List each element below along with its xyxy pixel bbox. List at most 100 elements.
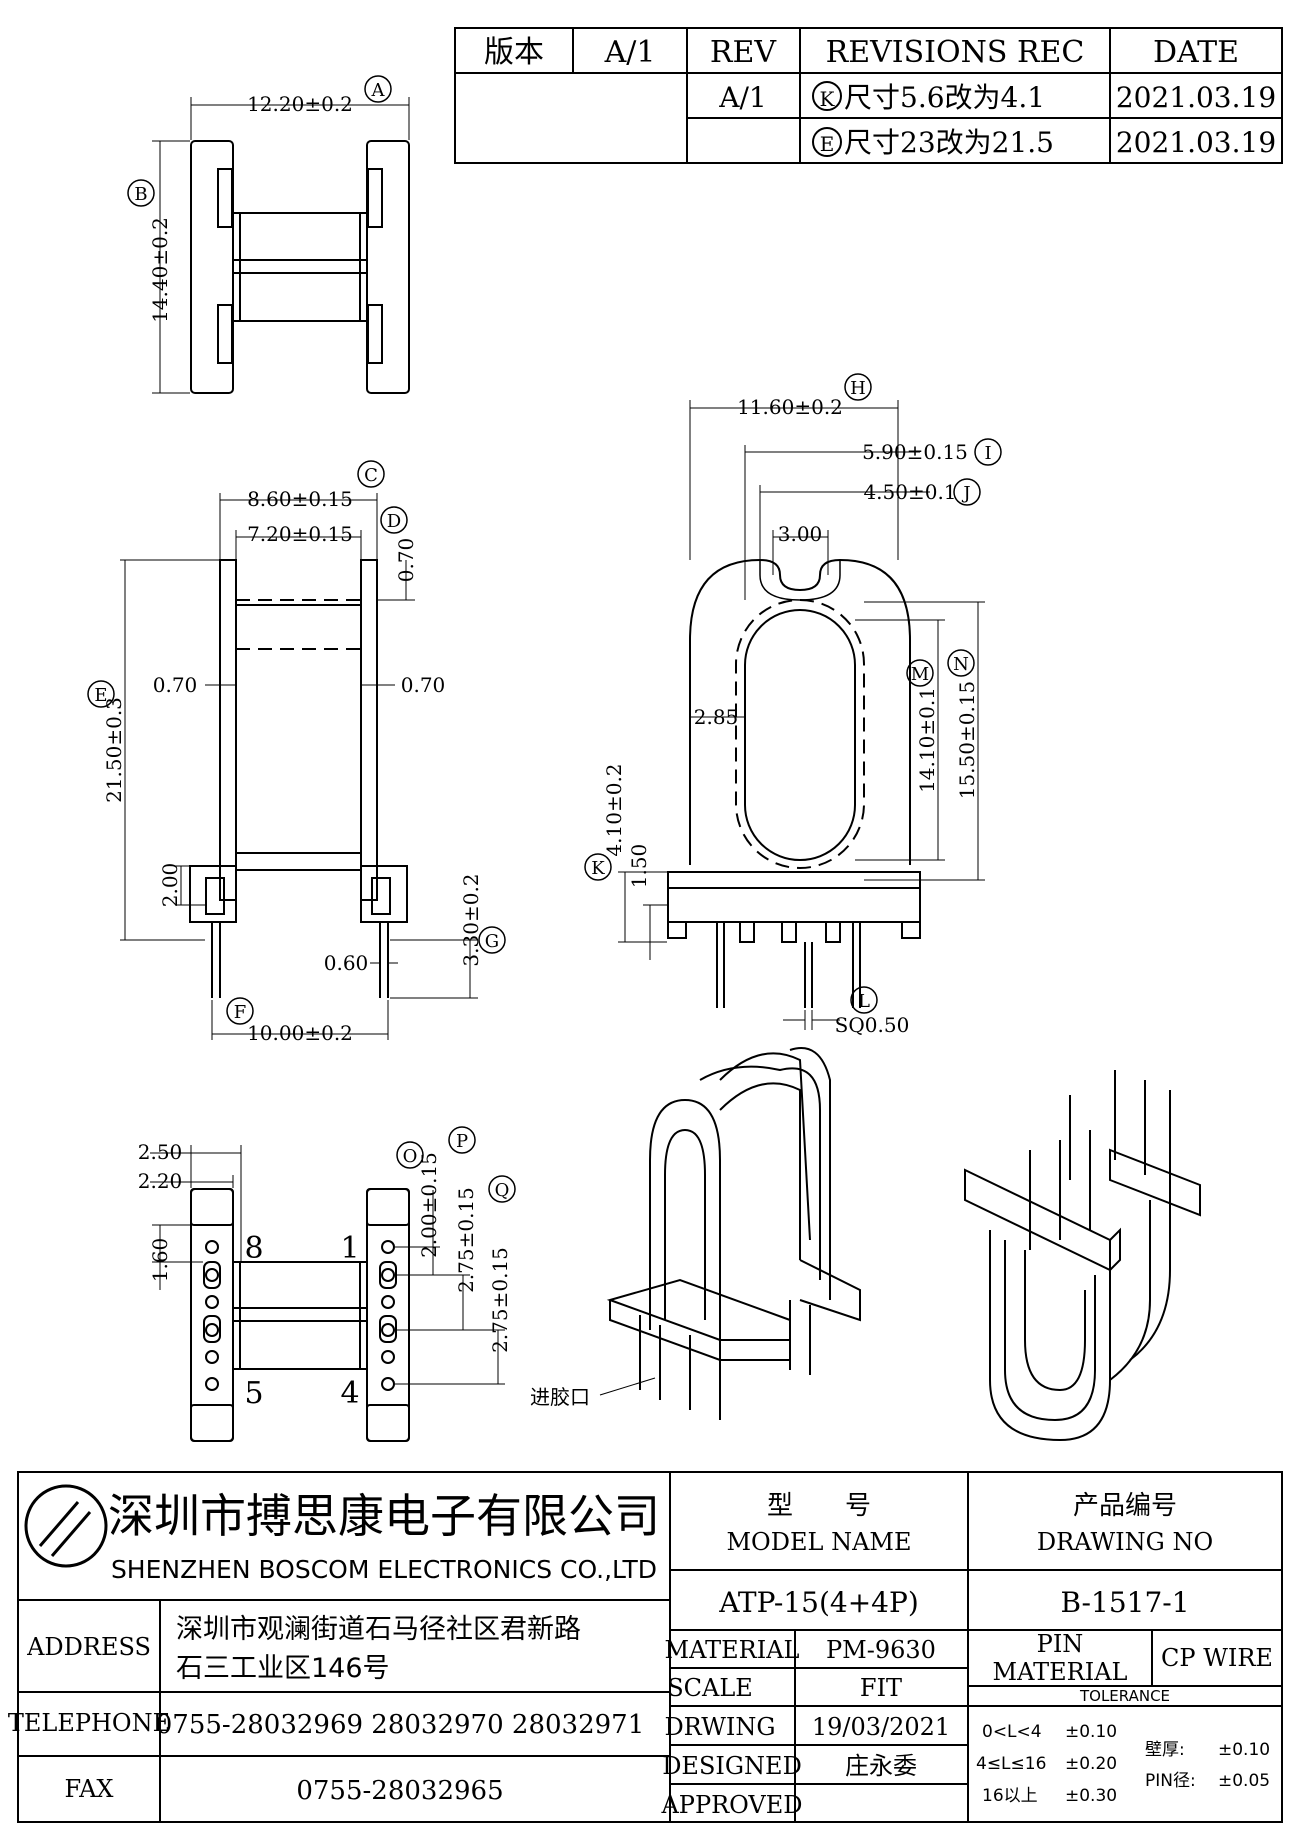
marker-L-letter: L [858,991,870,1012]
marker-J [953,478,981,506]
model-name-value: ATP-15(4+4P) [718,1586,919,1619]
pin-diameter-value: ±0.05 [1218,1771,1270,1791]
marker-H [844,373,872,401]
dim-front-outer-width: 8.60±0.15 [247,487,353,511]
rev-row2-date: 2021.03.19 [1116,126,1276,159]
rev-row1-marker-letter: K [820,87,836,111]
drawing-date-value: 19/03/2021 [812,1713,950,1741]
rev-header-revisions: REVISIONS REC [826,35,1085,70]
marker-I [974,438,1002,466]
dim-side-base-height: 4.10±0.2 [602,763,626,856]
rev-row1-marker [812,81,842,111]
label-gate: 进胶口 [530,1385,590,1409]
marker-M [906,659,934,687]
scale-label: SCALE [667,1674,753,1702]
dim-top-width: 12.20±0.2 [247,92,353,116]
rev-header-version-value: A/1 [604,35,656,70]
address-label: ADDRESS [26,1633,151,1661]
rev-header-version: 版本 [484,35,544,70]
material-value: PM-9630 [826,1636,936,1664]
dim-front-wall-left: 0.70 [153,673,198,697]
model-name-label-cn: 型 号 [767,1491,871,1521]
dim-front-height: 21.50±0.3 [102,697,126,803]
marker-F [226,997,254,1025]
marker-O-letter: O [403,1146,418,1167]
top-view [152,97,410,394]
dim-bottom-pitch-q: 2.75±0.15 [488,1247,512,1353]
marker-A [364,75,392,103]
dim-front-base-height: 2.00 [158,863,182,908]
company-name-cn: 深圳市搏思康电子有限公司 [108,1489,660,1543]
marker-P-letter: P [456,1131,468,1152]
tolerance-range-1: 0<L<4 [982,1722,1042,1742]
marker-A-letter: A [371,80,386,101]
pin-material-value: CP WIRE [1161,1644,1273,1672]
address-line-1: 深圳市观澜街道石马径社区君新路 [176,1614,581,1645]
marker-E-letter: E [94,685,107,706]
wall-thickness-value: ±0.10 [1218,1740,1270,1760]
dim-side-step: 1.50 [627,844,651,889]
pin-number-5: 5 [244,1376,263,1411]
pin-number-1: 1 [340,1231,359,1266]
dim-side-dashed-height: 15.50±0.15 [955,681,979,800]
marker-Q [488,1175,516,1203]
fax-label: FAX [65,1775,114,1803]
rev-header-date: DATE [1153,35,1239,70]
tolerance-range-3: 16以上 [982,1786,1038,1806]
marker-B [127,179,155,207]
isometric-view-back [964,1070,1201,1442]
marker-K [584,853,612,881]
pin-number-8: 8 [244,1231,263,1266]
marker-D-letter: D [387,511,401,532]
marker-L [850,986,878,1014]
front-view [120,493,478,1040]
marker-N-letter: N [953,654,969,675]
marker-M-letter: M [911,664,929,685]
marker-B-letter: B [134,184,147,205]
model-name-label-en: MODEL NAME [726,1528,911,1556]
marker-P [448,1126,476,1154]
marker-J-letter: J [961,483,970,504]
dim-front-wall-right: 0.70 [401,673,446,697]
side-view [618,400,985,1030]
dim-side-width: 11.60±0.2 [737,395,843,419]
company-logo [24,1484,108,1568]
dim-front-pin-dia: 0.60 [324,951,369,975]
marker-C-letter: C [364,465,378,486]
dim-bottom-pitch-p: 2.75±0.15 [454,1187,478,1293]
dim-bottom-edge-outer: 2.50 [138,1140,183,1164]
drawing-no-label-en: DRAWING NO [1037,1528,1213,1556]
scale-value: FIT [860,1674,902,1702]
company-name-en: SHENZHEN BOSCOM ELECTRONICS CO.,LTD [111,1555,657,1584]
rev-row2-description: 尺寸23改为21.5 [844,126,1054,159]
rev-header-rev: REV [710,35,777,70]
dim-side-window-inner: 4.50±0.1 [863,480,956,504]
marker-H-letter: H [850,378,866,399]
fax-value: 0755-28032965 [296,1776,503,1806]
tolerance-value-3: ±0.30 [1065,1786,1117,1806]
rev-row2-marker [812,127,842,157]
dim-front-inner-width: 7.20±0.15 [247,522,353,546]
marker-G-letter: G [485,931,499,952]
material-label: MATERIAL [665,1636,800,1664]
marker-I-letter: I [984,443,991,464]
marker-C [357,460,385,488]
dim-side-wall: 2.85 [694,705,739,729]
tolerance-label: TOLERANCE [1079,1687,1170,1705]
tolerance-value-2: ±0.20 [1065,1754,1117,1774]
rev-row2-marker-letter: E [820,132,835,156]
dim-front-flange-thick: 0.70 [394,538,418,583]
telephone-label: TELEPHONE [8,1709,170,1737]
telephone-value: 0755-28032969 28032970 28032971 [156,1710,645,1740]
marker-F-letter: F [234,1002,247,1023]
marker-E [87,680,115,708]
pin-material-label-line2: MATERIAL [993,1658,1128,1686]
marker-G [478,926,506,954]
dim-bottom-pitch-o: 2.00±0.15 [417,1152,441,1258]
marker-N [947,649,975,677]
marker-Q-letter: Q [495,1180,510,1201]
drawing-no-label-cn: 产品编号 [1073,1491,1177,1521]
revision-table [454,27,1283,164]
